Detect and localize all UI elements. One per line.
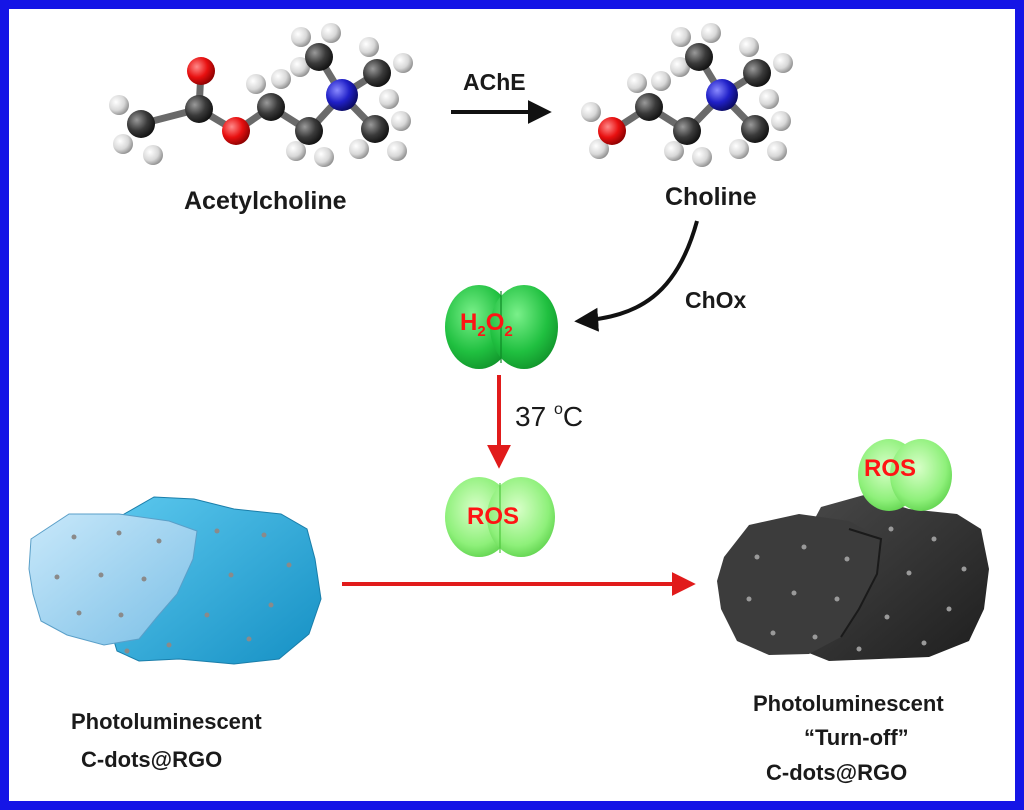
h2o2-label: H2O2	[460, 309, 513, 340]
choline-molecule	[581, 23, 793, 167]
c-dots-rgo-sheet	[28, 496, 322, 665]
chox-enzyme-label: ChOx	[685, 287, 747, 313]
ros-label-middle: ROS	[467, 503, 520, 530]
left-sheet-line1: Photoluminescent	[71, 709, 262, 734]
ros-cell-middle	[445, 477, 555, 557]
chox-reaction-arrow	[574, 220, 699, 332]
h2o2-cell	[445, 285, 558, 369]
ache-enzyme-label: AChE	[463, 69, 526, 95]
left-sheet-line2: C-dots@RGO	[81, 747, 223, 772]
right-sheet-line1: Photoluminescent	[753, 691, 944, 716]
ros-cell-right	[858, 439, 952, 511]
ros-label-right: ROS	[864, 455, 917, 482]
turn-off-c-dots-rgo-sheet	[717, 495, 989, 661]
temperature-label: 37 oC	[515, 401, 584, 432]
right-sheet-line3: C-dots@RGO	[766, 760, 908, 785]
choline-label: Choline	[665, 183, 757, 211]
acetylcholine-molecule	[109, 23, 413, 167]
scheme-graphics	[28, 23, 989, 665]
right-sheet-line2: “Turn-off”	[804, 725, 909, 750]
acetylcholine-label: Acetylcholine	[184, 187, 347, 215]
